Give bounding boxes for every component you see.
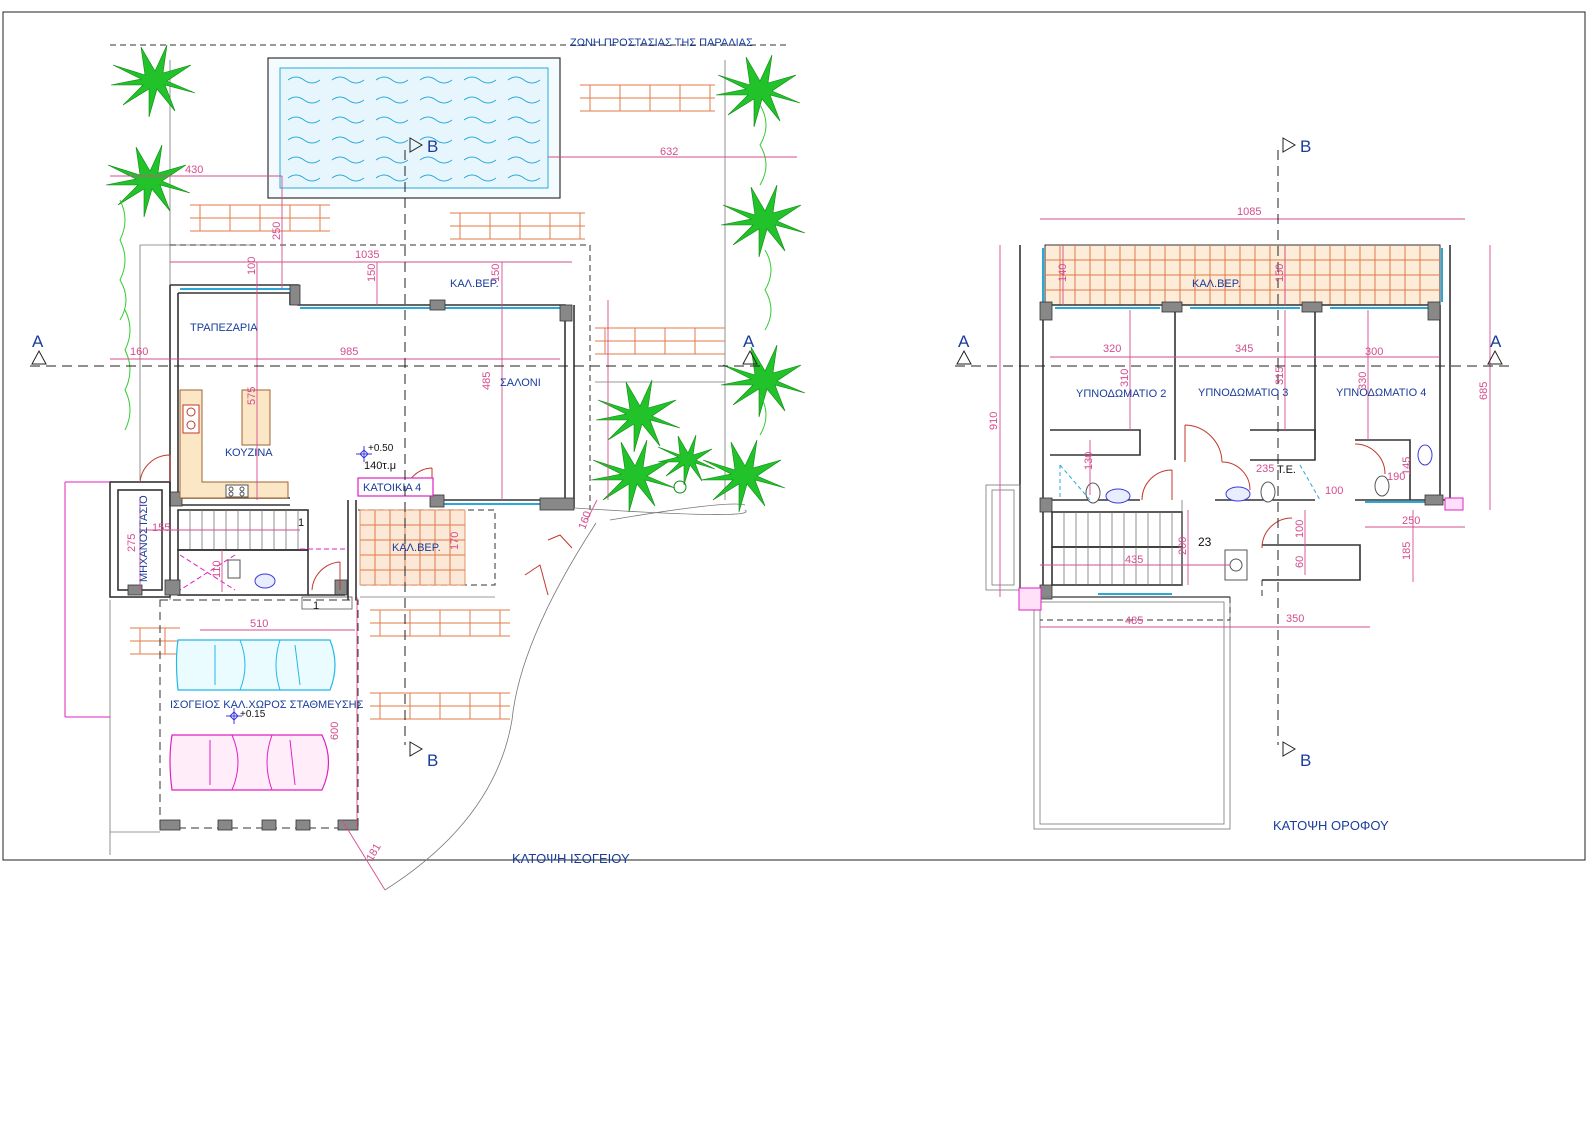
section-b-bottom-ground: B: [427, 751, 438, 770]
section-a-right-ground: A: [743, 332, 755, 351]
upper-floor-title: ΚΑΤΟΨΗ ΟΡΟΦΟΥ: [1273, 818, 1389, 833]
level-main: +0.50: [368, 443, 394, 454]
dim-910: 910: [988, 412, 1000, 430]
bedroom-4-label: ΥΠΝΟΔΩΜΑΤΙΟ 4: [1336, 387, 1426, 399]
dim-100b: 100: [1294, 520, 1306, 538]
dim-600: 600: [329, 722, 341, 740]
unit-area: 140τ.μ: [364, 460, 396, 472]
ground-floor-walls: [169, 244, 591, 586]
dim-150b: 150: [490, 264, 502, 282]
kitchen-counter: [179, 389, 289, 499]
dim-320: 320: [1103, 343, 1121, 355]
parking-area: [64, 481, 359, 855]
dim-130: 130: [1083, 452, 1095, 470]
level-parking: +0.15: [240, 709, 266, 720]
dim-510: 510: [250, 618, 268, 630]
machine-room: [109, 454, 171, 598]
garden-curve: [360, 503, 747, 891]
section-a-left-ground: A: [32, 332, 44, 351]
dim-575: 575: [246, 387, 258, 405]
section-a-left-upper: A: [958, 332, 970, 351]
unit-label: ΚΑΤΟΙΚΙΑ 4: [363, 482, 421, 494]
dim-350: 350: [1286, 613, 1304, 625]
machine-room-label: ΜΗΧΑΝΟΣΤΑΣΙΟ: [138, 495, 150, 582]
dim-345: 345: [1235, 343, 1253, 355]
dim-235: 235: [1256, 463, 1274, 475]
palm-trees: [105, 44, 806, 513]
dim-300: 300: [1365, 346, 1383, 358]
dim-140: 140: [1057, 264, 1069, 282]
dim-150u: 150: [1274, 264, 1286, 282]
sheet-border: [2, 11, 1586, 861]
dim-200: 200: [1177, 537, 1189, 555]
dim-160b: 160: [577, 510, 595, 531]
dim-485: 485: [481, 372, 493, 390]
dim-330: 330: [1357, 372, 1369, 390]
dim-1085: 1085: [1237, 206, 1261, 218]
dim-23: 23: [1198, 535, 1212, 549]
entry-veranda: [357, 477, 466, 586]
dim-435: 435: [1125, 554, 1143, 566]
dim-170: 170: [449, 532, 461, 550]
parking-label: ΙΣΟΓΕΙΟΣ ΚΑΛ.ΧΩΡΟΣ ΣΤΑΘΜΕΥΣΗΣ: [170, 699, 364, 711]
dim-315: 315: [1274, 367, 1286, 385]
dim-250: 250: [271, 222, 283, 240]
ground-dimension-lines: [110, 156, 797, 891]
dim-985: 985: [340, 346, 358, 358]
ground-floor-title: ΚΑΤΟΨΗ ΙΣΟΓΕΙΟΥ: [512, 851, 630, 866]
dim-275: 275: [126, 534, 138, 552]
living-room-label: ΣΑΛΟΝΙ: [500, 377, 541, 389]
bedroom-3-label: ΥΠΝΟΔΩΜΑΤΙΟ 3: [1198, 387, 1288, 399]
dim-250u: 250: [1402, 515, 1420, 527]
dim-190: 190: [1387, 471, 1405, 483]
section-b-top-ground: B: [427, 137, 438, 156]
upper-floor-plan: [955, 137, 1515, 830]
dim-1b: 1: [313, 600, 319, 612]
section-b-bottom-upper: B: [1300, 751, 1311, 770]
upper-dimension-lines: [999, 218, 1491, 628]
dining-room-label: ΤΡΑΠΕΖΑΡΙΑ: [190, 322, 258, 334]
dim-150a: 150: [366, 264, 378, 282]
beach-zone-label: ΖΩΝΗ ΠΡΟΣΤΑΣΙΑΣ ΤΗΣ ΠΑΡΑΛΙΑΣ: [570, 37, 753, 49]
dim-155: 155: [152, 522, 170, 534]
storage-label: Τ.Ε.: [1277, 464, 1296, 476]
upper-veranda-label: ΚΑΛ.ΒΕΡ.: [1192, 278, 1241, 290]
ground-floor-plan: [30, 44, 806, 891]
dim-485u: 485: [1125, 615, 1143, 627]
bedroom-2-label: ΥΠΝΟΔΩΜΑΤΙΟ 2: [1076, 388, 1166, 400]
veranda-entry-label: ΚΑΛ.ΒΕΡ.: [392, 542, 441, 554]
dim-100u: 100: [1325, 485, 1343, 497]
kitchen-label: ΚΟΥΖΙΝΑ: [225, 447, 273, 459]
dim-60: 60: [1294, 556, 1306, 568]
section-a-right-upper: A: [1490, 332, 1502, 351]
dim-685: 685: [1478, 382, 1490, 400]
dim-1035: 1035: [355, 249, 379, 261]
dim-110: 110: [211, 560, 223, 578]
dim-145: 145: [1401, 457, 1413, 475]
dim-100: 100: [246, 257, 258, 275]
veranda-top-label: ΚΑΛ.ΒΕΡ.: [450, 278, 499, 290]
dim-430: 430: [185, 164, 203, 176]
dim-1a: 1: [298, 517, 304, 529]
dim-160: 160: [130, 346, 148, 358]
section-b-top-upper: B: [1300, 137, 1311, 156]
car-cyan: [175, 639, 336, 691]
dim-185: 185: [1401, 542, 1413, 560]
car-magenta: [169, 734, 330, 791]
dim-310: 310: [1119, 369, 1131, 387]
dim-632: 632: [660, 146, 678, 158]
